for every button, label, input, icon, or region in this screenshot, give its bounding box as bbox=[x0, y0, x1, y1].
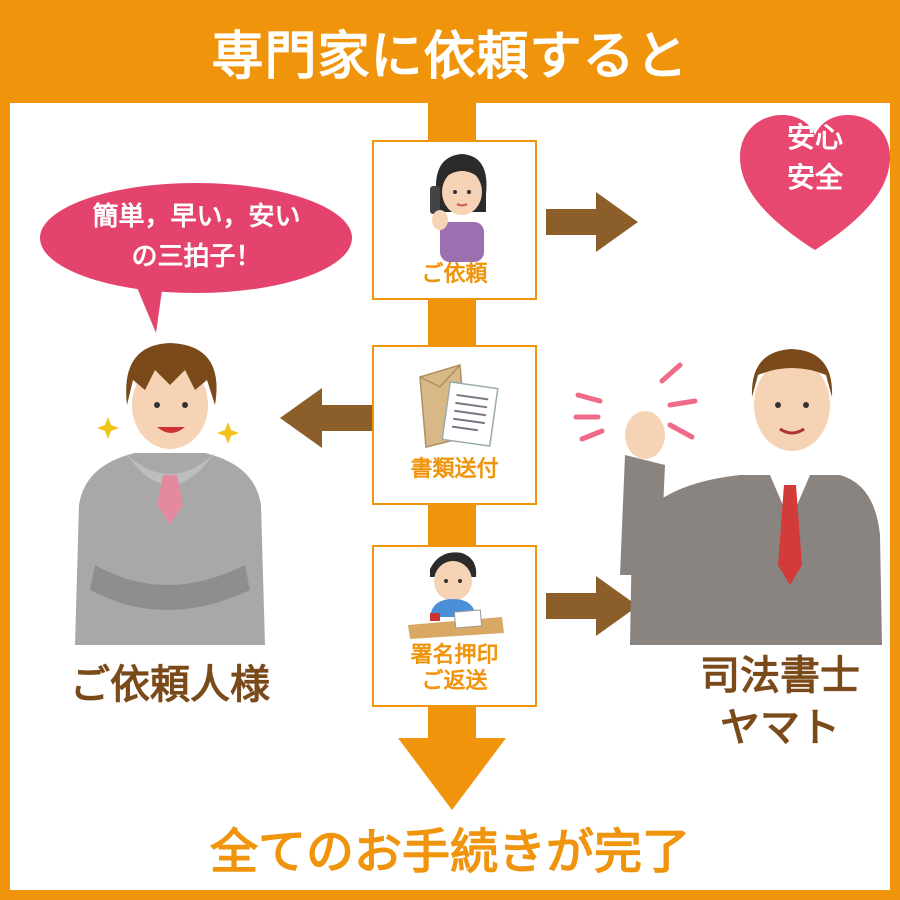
step-sign-return-label-1: 署名押印 bbox=[410, 643, 499, 668]
arrow-right-return-icon bbox=[546, 576, 638, 636]
arrow-left-to-client-icon bbox=[280, 388, 372, 448]
badge-line-1: 安心 bbox=[786, 121, 843, 154]
header-banner: 専門家に依頼すると bbox=[0, 0, 900, 103]
bubble-line-2: の三拍子！ bbox=[131, 242, 262, 272]
step-send-documents: 書類送付 bbox=[372, 345, 537, 505]
speech-bubble bbox=[40, 183, 352, 333]
step-request: ご依頼 bbox=[372, 140, 537, 300]
heart-badge-text: 安心 安全 bbox=[740, 118, 890, 198]
page-title: 専門家に依頼すると bbox=[211, 27, 689, 87]
completion-message: 全てのお手続きが完了 bbox=[209, 824, 690, 880]
heart-badge-icon bbox=[740, 115, 890, 250]
scrivener-name-label: 司法書士 ヤマト bbox=[675, 650, 885, 754]
flow-arrowhead bbox=[398, 738, 506, 810]
scrivener-name-line-2: ヤマト bbox=[720, 705, 840, 751]
scrivener-man-illustration bbox=[573, 349, 882, 645]
bubble-line-1: 簡単，早い，安い bbox=[92, 202, 301, 232]
documents-envelope-icon bbox=[418, 364, 499, 448]
speech-bubble-text: 簡単，早い，安い の三拍子！ bbox=[38, 197, 355, 277]
arrow-right-to-scrivener-icon bbox=[546, 192, 638, 252]
step-sign-return: 署名押印 ご返送 bbox=[372, 545, 537, 707]
step-send-documents-label: 書類送付 bbox=[410, 457, 499, 482]
phone-woman-icon bbox=[429, 154, 486, 262]
badge-line-2: 安全 bbox=[786, 161, 843, 194]
step-sign-return-label-2: ご返送 bbox=[421, 669, 488, 694]
client-man-illustration bbox=[75, 343, 265, 645]
scrivener-name-line-1: 司法書士 bbox=[700, 653, 860, 699]
client-name-label: ご依頼人様 bbox=[70, 662, 270, 708]
signing-boy-icon bbox=[407, 552, 504, 639]
step-request-label: ご依頼 bbox=[421, 262, 488, 287]
